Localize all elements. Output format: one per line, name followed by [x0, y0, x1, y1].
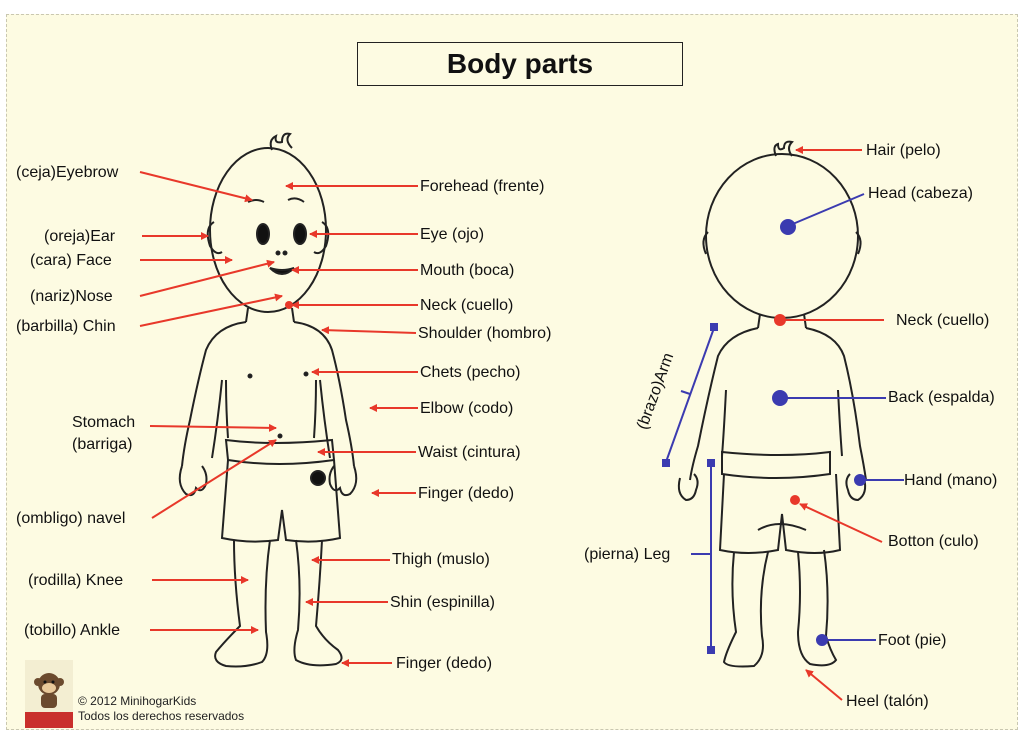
- label-toe: Finger (dedo): [396, 655, 492, 673]
- label-face: (cara) Face: [30, 252, 112, 270]
- label-waist: Waist (cintura): [418, 444, 521, 462]
- label-stomach: Stomach (barriga): [72, 414, 135, 454]
- label-eye: Eye (ojo): [420, 226, 484, 244]
- label-ankle: (tobillo) Ankle: [24, 622, 120, 640]
- label-hair: Hair (pelo): [866, 142, 941, 160]
- label-forehead: Forehead (frente): [420, 178, 545, 196]
- copyright-line1: © 2012 MinihogarKids: [78, 694, 244, 709]
- label-eyebrow: (ceja)Eyebrow: [16, 164, 118, 182]
- copyright-line2: Todos los derechos reservados: [78, 709, 244, 724]
- label-leg: (pierna) Leg: [584, 546, 670, 564]
- label-neck-front: Neck (cuello): [420, 297, 513, 315]
- label-stomach-line2: (barriga): [72, 436, 135, 454]
- label-hand: Hand (mano): [904, 472, 997, 490]
- label-back: Back (espalda): [888, 389, 995, 407]
- label-heel: Heel (talón): [846, 693, 929, 711]
- copyright-notice: © 2012 MinihogarKids Todos los derechos …: [78, 694, 244, 724]
- label-elbow: Elbow (codo): [420, 400, 513, 418]
- label-shin: Shin (espinilla): [390, 594, 495, 612]
- label-shoulder: Shoulder (hombro): [418, 325, 551, 343]
- label-nose: (nariz)Nose: [30, 288, 113, 306]
- label-finger: Finger (dedo): [418, 485, 514, 503]
- label-head: Head (cabeza): [868, 185, 973, 203]
- back-child-figure: [679, 142, 866, 667]
- label-foot: Foot (pie): [878, 632, 946, 650]
- front-child-figure: [180, 134, 357, 667]
- label-ear: (oreja)Ear: [44, 228, 115, 246]
- label-thigh: Thigh (muslo): [392, 551, 490, 569]
- label-mouth: Mouth (boca): [420, 262, 514, 280]
- monkey-logo-icon: [25, 660, 73, 728]
- label-navel: (ombligo) navel: [16, 510, 125, 528]
- label-neck-back: Neck (cuello): [896, 312, 989, 330]
- label-chin: (barbilla) Chin: [16, 318, 116, 336]
- label-knee: (rodilla) Knee: [28, 572, 123, 590]
- label-bottom: Botton (culo): [888, 533, 979, 551]
- label-chest: Chets (pecho): [420, 364, 521, 382]
- label-stomach-line1: Stomach: [72, 414, 135, 432]
